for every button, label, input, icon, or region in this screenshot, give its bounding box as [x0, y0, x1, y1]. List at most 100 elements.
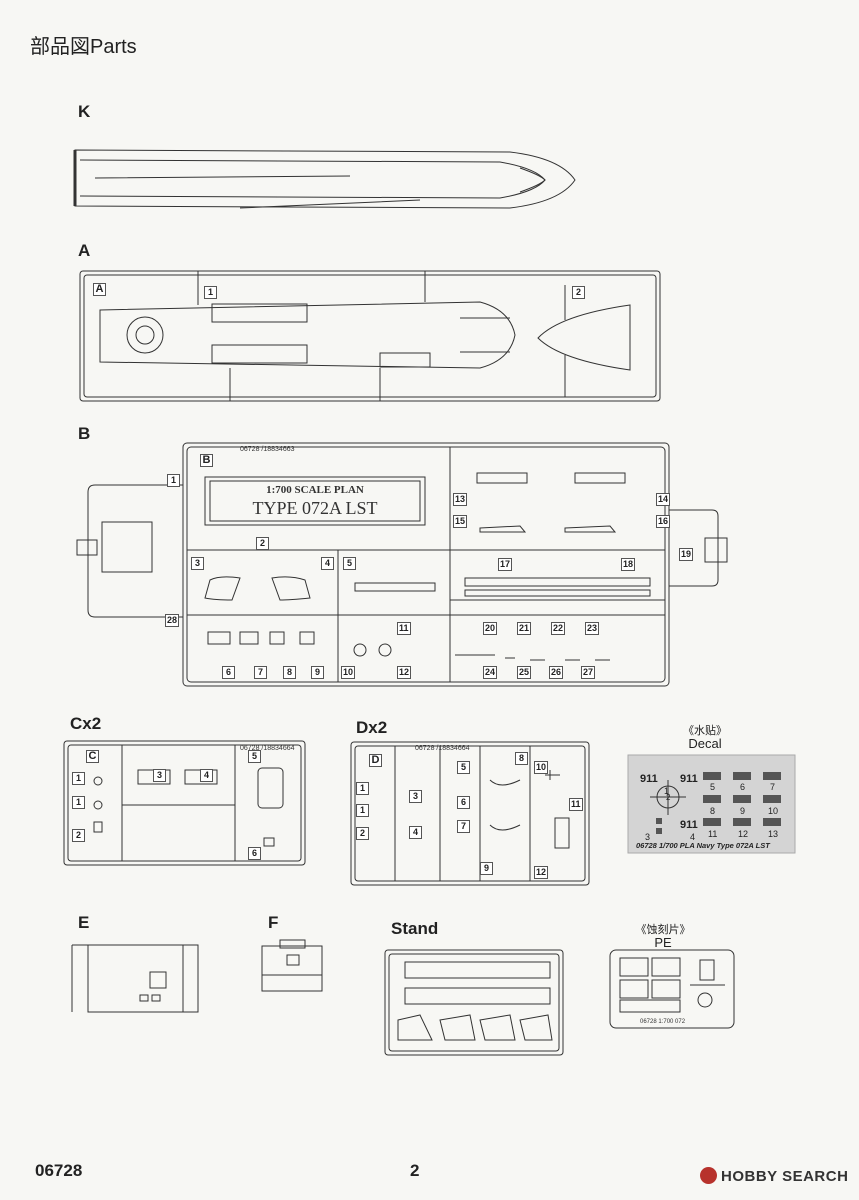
section-k-label: K	[78, 102, 91, 121]
part-number: 4	[200, 769, 213, 782]
decal-number: 8	[710, 806, 716, 816]
part-number: 5	[457, 761, 470, 774]
part-number: 20	[483, 622, 498, 635]
part-number: 2	[356, 827, 369, 840]
decal-sheet	[627, 754, 796, 854]
hull-part-k	[73, 149, 576, 209]
part-number: 9	[311, 666, 324, 679]
part-number: 1	[72, 772, 85, 785]
part-number: 18	[621, 558, 636, 571]
part-number: 1	[167, 474, 180, 487]
sprue-a	[79, 270, 661, 402]
watermark: HOBBY SEARCH	[700, 1167, 848, 1185]
decal-number: 9	[740, 806, 746, 816]
part-number: 9	[480, 862, 493, 875]
part-number: 1	[356, 804, 369, 817]
decal-hull-no-3: 911	[680, 819, 698, 831]
part-number: 19	[679, 548, 694, 561]
sprue-d-tag: D	[369, 754, 382, 767]
part-number: 3	[153, 769, 166, 782]
sprue-c-code: 06728 /18834664	[240, 745, 295, 752]
sprue-c	[63, 740, 306, 866]
part-number: 15	[453, 515, 468, 528]
decal-hull-no-2: 911	[680, 773, 698, 785]
pe-title-cn: 《蚀刻片》	[635, 924, 691, 936]
section-e-label: E	[78, 913, 90, 932]
decal-caption: 06728 1/700 PLA Navy Type 072A LST	[636, 841, 771, 850]
part-number: 23	[585, 622, 600, 635]
decal-number: 4	[690, 832, 696, 842]
part-number: 1	[204, 286, 217, 299]
part-number: 6	[248, 847, 261, 860]
part-e	[71, 944, 199, 1013]
decal-number: 2	[666, 793, 671, 802]
sprue-b-plate-line1: 1:700 SCALE PLAN	[266, 484, 364, 496]
part-number: 12	[397, 666, 412, 679]
sprue-b-code: 06728 /18834663	[240, 446, 295, 453]
decal-roundel	[650, 780, 686, 815]
part-number: 8	[283, 666, 296, 679]
sprue-c-tag: C	[86, 750, 99, 763]
sprue-a-tag: A	[93, 283, 106, 296]
part-number: 1	[72, 796, 85, 809]
part-number: 4	[321, 557, 334, 570]
part-number: 17	[498, 558, 513, 571]
decal-number: 13	[768, 829, 779, 839]
pe-title-en: PE	[654, 935, 672, 950]
part-number: 7	[254, 666, 267, 679]
part-number: 25	[517, 666, 532, 679]
decal-hull-no-1: 911	[640, 773, 658, 785]
page-number: 2	[410, 1161, 420, 1180]
part-number: 5	[343, 557, 356, 570]
part-number: 21	[517, 622, 532, 635]
decal-number: 10	[768, 806, 779, 816]
pe-fret	[609, 949, 735, 1029]
section-a-label: A	[78, 241, 91, 260]
sprue-b-tag: B	[200, 454, 213, 467]
part-number: 10	[341, 666, 356, 679]
decal-number: 11	[708, 829, 718, 839]
section-d-label: Dx2	[356, 718, 388, 737]
part-number: 10	[534, 761, 549, 774]
part-number: 22	[551, 622, 566, 635]
part-number: 4	[409, 826, 422, 839]
decal-number: 6	[740, 782, 746, 792]
sprue-stand	[384, 949, 564, 1056]
part-number: 2	[72, 829, 85, 842]
section-f-label: F	[268, 913, 279, 932]
decal-number: 1	[664, 786, 670, 796]
part-number: 26	[549, 666, 564, 679]
page-title: 部品図Parts	[30, 36, 137, 58]
part-number: 3	[409, 790, 422, 803]
part-f	[261, 939, 323, 992]
section-c-label: Cx2	[70, 714, 102, 733]
part-number: 16	[656, 515, 671, 528]
part-number: 7	[457, 820, 470, 833]
part-number: 12	[534, 866, 549, 879]
kit-code: 06728	[35, 1161, 83, 1180]
section-b-label: B	[78, 424, 91, 443]
decal-number: 5	[710, 782, 716, 792]
part-number: 27	[581, 666, 596, 679]
section-stand-label: Stand	[391, 919, 439, 938]
watermark-text: HOBBY SEARCH	[721, 1168, 849, 1185]
part-number: 1	[356, 782, 369, 795]
sprue-d-code: 06728 /18834664	[415, 745, 470, 752]
part-number: 8	[515, 752, 528, 765]
part-number: 14	[656, 493, 671, 506]
decal-title-cn: 《水贴》	[683, 725, 727, 737]
part-number: 13	[453, 493, 468, 506]
decal-title-en: Decal	[688, 736, 722, 751]
decal-number: 12	[738, 829, 749, 839]
pe-caption: 06728 1:700 072	[640, 1019, 686, 1025]
decal-number: 3	[645, 832, 651, 842]
part-number: 2	[256, 537, 269, 550]
part-number: 11	[569, 798, 583, 811]
sprue-b	[76, 442, 728, 687]
part-number: 3	[191, 557, 204, 570]
part-number: 28	[165, 614, 180, 627]
part-number: 5	[248, 750, 261, 763]
part-number: 2	[572, 286, 585, 299]
sprue-d	[350, 741, 590, 886]
